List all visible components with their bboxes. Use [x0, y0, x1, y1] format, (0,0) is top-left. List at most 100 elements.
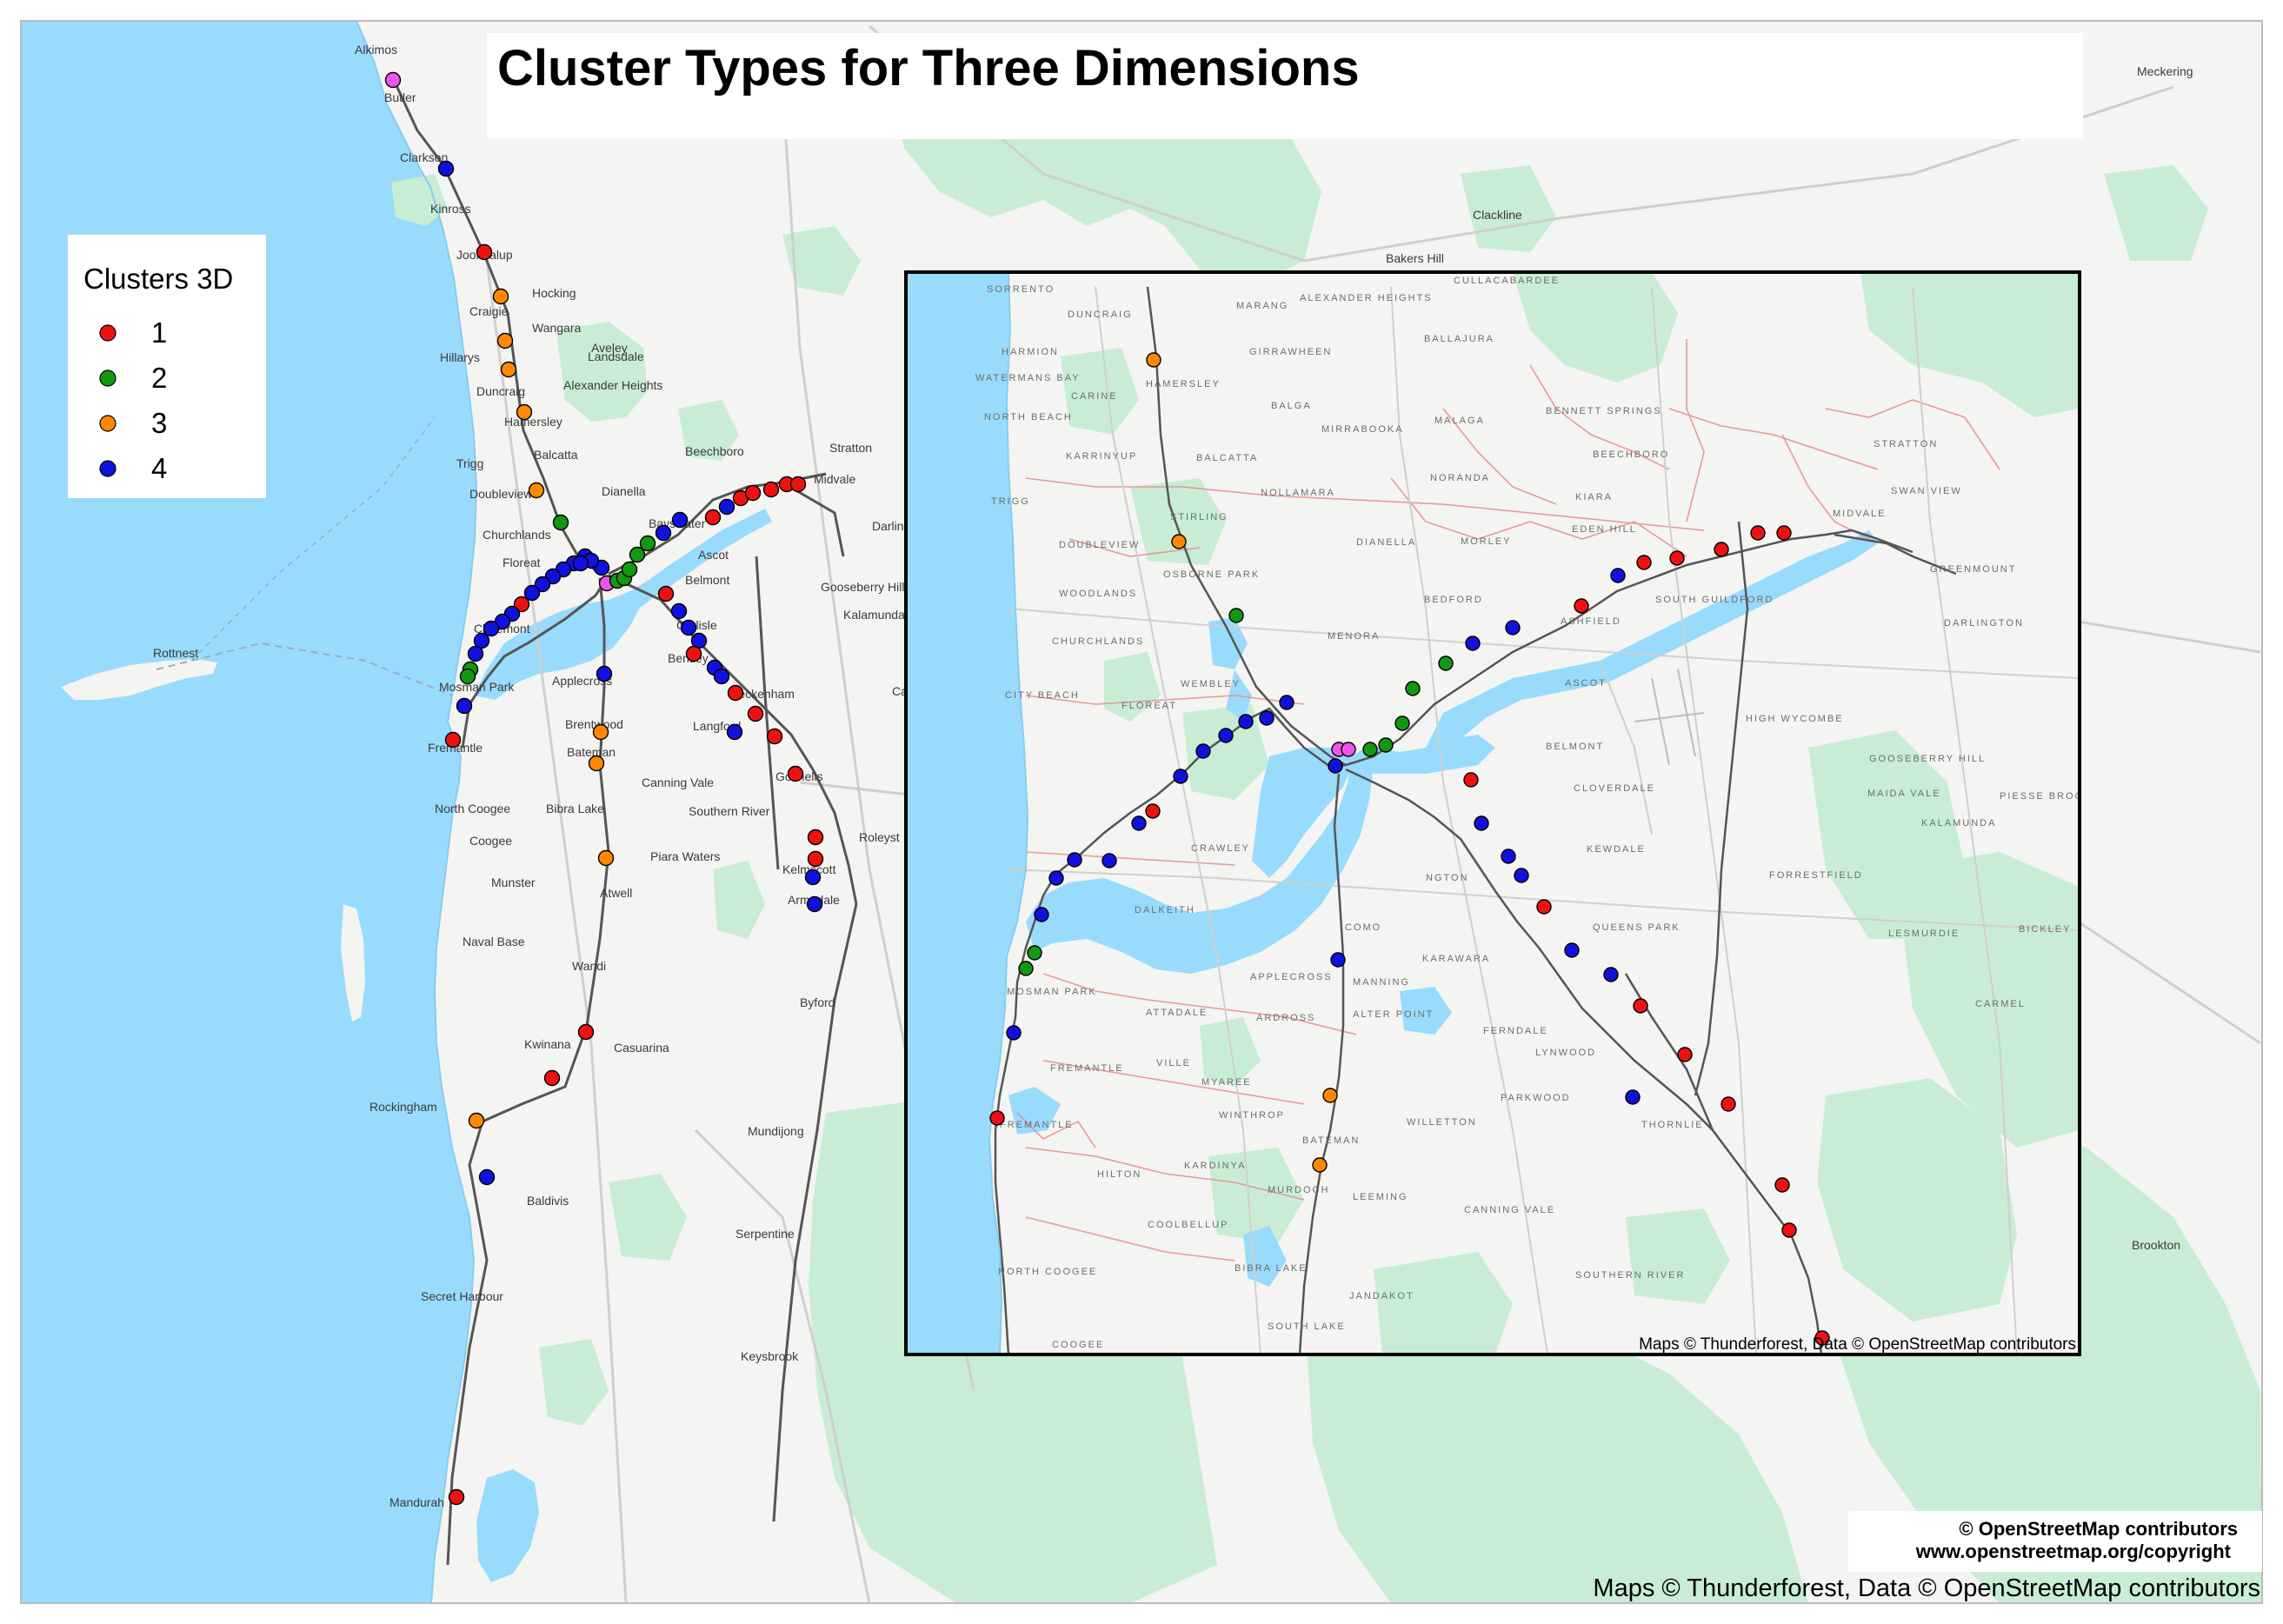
inset-label-hilton: HILTON [1097, 1169, 1142, 1180]
main-station-31 [621, 561, 638, 578]
legend-swatch-4 [99, 460, 116, 477]
inset-label-hamersley: HAMERSLEY [1146, 379, 1221, 389]
label-butler: Butler [384, 90, 416, 104]
inset-station-13 [1048, 870, 1064, 886]
inset-station-32 [1669, 550, 1685, 566]
inset-label-churchlands: CHURCHLANDS [1052, 636, 1144, 647]
inset-label-coogee: COOGEE [1052, 1340, 1104, 1350]
legend-label-3: 3 [151, 407, 167, 439]
inset-station-7 [1195, 743, 1211, 759]
osm-attribution-line2: www.openstreetmap.org/copyright [1915, 1541, 2232, 1562]
label-byford: Byford [800, 995, 835, 1009]
inset-label-kardinya: KARDINYA [1184, 1161, 1246, 1171]
label-southern-river: Southern River [689, 804, 770, 818]
main-station-2 [476, 243, 493, 261]
inset-label-nollamara: NOLLAMARA [1261, 488, 1335, 498]
inset-station-31 [1636, 555, 1652, 570]
inset-label-south-guildford: SOUTH GUILDFORD [1655, 595, 1774, 605]
coastline [356, 21, 478, 1603]
main-station-32 [629, 546, 646, 563]
main-station-points [384, 71, 824, 1506]
main-station-44 [670, 602, 688, 620]
inset-station-42 [1603, 967, 1619, 982]
inset-station-51 [1322, 1088, 1338, 1103]
inset-label-myaree: MYAREE [1201, 1077, 1252, 1088]
inset-label-bickley: BICKLEY [2019, 924, 2071, 935]
label-munster: Munster [491, 875, 536, 889]
inset-station-30 [1610, 568, 1626, 583]
main-station-6 [516, 403, 533, 421]
main-station-55 [807, 829, 824, 846]
inset-label-melville: VILLE [1156, 1058, 1191, 1068]
label-bateman: Bateman [567, 745, 616, 759]
inset-station-2 [1228, 608, 1244, 623]
main-station-34 [655, 524, 672, 542]
inset-label-watermans-bay: WATERMANS BAY [975, 373, 1081, 383]
inset-station-10 [1131, 815, 1147, 831]
inset-label-manning: MANNING [1353, 977, 1410, 988]
inset-label-midvale: MIDVALE [1833, 509, 1886, 519]
label-alexander-heights: Alexander Heights [563, 378, 662, 392]
label-bibra-lake: Bibra Lake [546, 802, 604, 815]
inset-label-sorrento: SORRENTO [987, 284, 1055, 295]
inset-station-23 [1378, 737, 1394, 753]
inset-label-salter-point: ALTER POINT [1353, 1009, 1434, 1020]
inset-label-morley: MORLEY [1461, 536, 1511, 547]
label-serpentine: Serpentine [735, 1227, 795, 1241]
main-station-49 [713, 668, 730, 685]
main-station-53 [766, 728, 783, 745]
inset-station-40 [1536, 899, 1552, 915]
label-atwell: Atwell [600, 886, 632, 900]
label-clarkson: Clarkson [400, 150, 448, 164]
inset-label-swan-view: SWAN VIEW [1891, 486, 1962, 496]
main-station-61 [588, 755, 605, 772]
legend-label-1: 1 [151, 316, 167, 349]
map-title: Cluster Types for Three Dimensions [497, 40, 1360, 97]
inset-label-north-coogee: NORTH COOGEE [998, 1267, 1097, 1277]
label-trigg: Trigg [456, 456, 483, 470]
legend-label-4: 4 [151, 452, 167, 484]
main-station-0 [384, 71, 402, 89]
main-station-24 [444, 731, 462, 749]
inset-station-24 [1394, 715, 1410, 731]
inset-label-karawara: KARAWARA [1422, 954, 1490, 964]
inset-label-floreat: FLOREAT [1122, 701, 1177, 711]
label-beckenham: Beckenham [730, 687, 795, 701]
main-station-39 [744, 484, 762, 502]
inset-label-stratton: STRATTON [1874, 439, 1938, 449]
inset-station-48 [1781, 1222, 1797, 1238]
inset-label-kewdale: KEWDALE [1587, 844, 1646, 855]
label-naval-base: Naval Base [463, 935, 525, 948]
inset-station-16 [1018, 961, 1034, 976]
legend-swatch-1 [99, 324, 116, 342]
inset-station-5 [1238, 714, 1254, 729]
label-roleystone: Roleyst [859, 830, 900, 844]
main-station-37 [718, 498, 735, 516]
ferry-route-2 [190, 416, 436, 662]
label-alkimos: Alkimos [355, 43, 397, 57]
label-dianella: Dianella [602, 484, 646, 498]
inset-label-city-beach: CITY BEACH [1005, 690, 1080, 701]
inset-station-46 [1721, 1096, 1736, 1112]
label-clackline: Clackline [1473, 208, 1522, 222]
legend-label-2: 2 [151, 362, 167, 394]
inset-label-north-beach: NORTH BEACH [984, 412, 1073, 423]
inset-station-14 [1034, 907, 1049, 922]
label-bakers-hill: Bakers Hill [1386, 251, 1444, 265]
inset-station-26 [1438, 656, 1454, 671]
inset-station-points [989, 352, 1830, 1346]
inset-label-willetton: WILLETTON [1407, 1117, 1477, 1128]
inset-station-12 [1067, 852, 1082, 868]
inset-frame [904, 270, 2081, 1356]
inset-label-southern-river: SOUTHERN RIVER [1575, 1270, 1685, 1281]
inset-station-21 [1328, 758, 1343, 774]
inset-station-27 [1465, 636, 1481, 651]
main-station-60 [592, 723, 609, 741]
inset-station-0 [1146, 352, 1161, 368]
inset-label-karrinyup: KARRINYUP [1066, 451, 1137, 462]
main-station-14 [523, 584, 541, 602]
inset-label-thornlie: THORNLIE [1641, 1120, 1704, 1130]
main-station-42 [789, 476, 807, 493]
inset-label-balcatta: BALCATTA [1196, 453, 1258, 463]
inset-station-49 [1814, 1330, 1830, 1346]
